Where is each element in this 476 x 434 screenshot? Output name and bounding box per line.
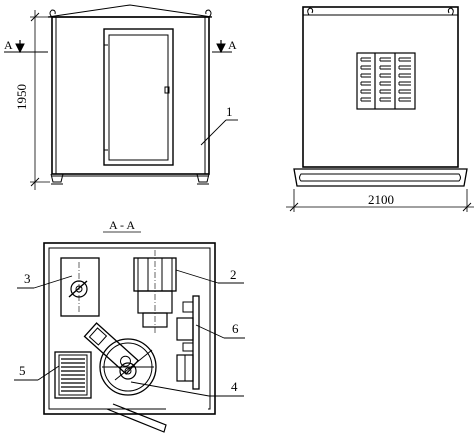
roof-hook-right (205, 9, 212, 18)
plan-item-4-spoke-b (114, 349, 153, 381)
door-inner (108, 34, 169, 161)
rear-plinth-slot (299, 173, 461, 182)
cabinet-body-front (51, 16, 210, 175)
plan-item-4-hub-core (124, 367, 132, 375)
roof-outline (47, 4, 213, 18)
vent-louvers (360, 57, 411, 102)
plan-item-3-knob-bar (68, 280, 88, 298)
callout-3: 3 (24, 271, 31, 286)
callout-2: 2 (230, 267, 237, 282)
section-mark-left: A (4, 38, 13, 52)
leader-4 (130, 381, 210, 397)
leader-1 (200, 119, 227, 146)
wdim-tick-right (462, 202, 472, 212)
plan-item-3-panel (60, 257, 100, 317)
section-view: A - A (14, 218, 245, 433)
rear-hook-right (447, 7, 454, 16)
callout-6: 6 (232, 321, 239, 336)
foot-left (50, 173, 64, 185)
rear-plinth (293, 168, 468, 187)
plan-item-5-slats (61, 358, 85, 392)
plan-item-5-grille-inner (58, 354, 88, 396)
plan-item-6-block-1 (182, 301, 194, 313)
rear-hook-left (307, 7, 314, 16)
plan-item-3-knob (70, 280, 88, 298)
leader-5 (37, 365, 60, 381)
door-outer (103, 28, 174, 166)
dim-tick-top (30, 12, 40, 22)
plan-item-6-rail (192, 295, 200, 390)
leader-3 (33, 275, 73, 289)
rear-vent (356, 52, 416, 110)
callout-5: 5 (19, 363, 26, 378)
roof-hook-left (49, 9, 56, 18)
section-arrow-left (15, 43, 25, 54)
dim-tick-bottom (30, 177, 40, 187)
foot-right (196, 173, 210, 185)
leader-2 (175, 269, 219, 284)
cabinet-body-rear (302, 6, 459, 168)
callout-1: 1 (226, 104, 233, 119)
door-handle (164, 86, 170, 94)
plan-item-4-hub (119, 362, 137, 380)
plan-inner-wall (48, 247, 211, 410)
callout-4: 4 (231, 379, 238, 394)
section-title: A - A (109, 218, 135, 232)
plan-item-6-block-2 (176, 317, 194, 341)
plan-item-4-wheel (99, 338, 157, 396)
height-dimension-label: 1950 (14, 84, 29, 110)
plan-door-leaf (106, 403, 167, 433)
section-arrow-right (216, 43, 226, 54)
wdim-tick-left (289, 202, 299, 212)
plan-item-5-grille (54, 351, 92, 399)
section-mark-right: A (228, 38, 237, 52)
front-view: 1950 A A 1 (4, 4, 238, 190)
plan-outer-wall (43, 242, 216, 415)
plan-item-6-block-3 (182, 342, 194, 352)
rear-view: 2100 (286, 6, 474, 212)
plan-item-3-knob-hub (75, 285, 83, 293)
plan-item-4-arm (83, 322, 140, 375)
leader-6 (195, 324, 225, 339)
width-dimension-label: 2100 (368, 192, 394, 207)
